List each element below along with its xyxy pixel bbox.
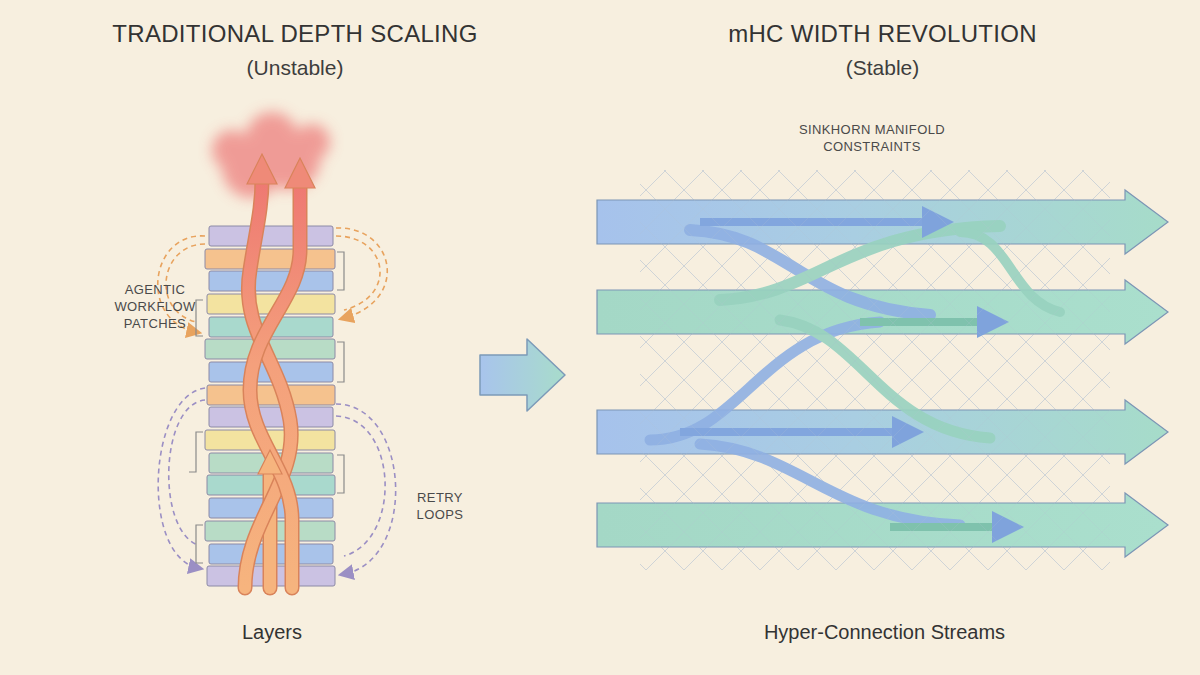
transition-arrow: [480, 339, 565, 411]
layer: [209, 407, 333, 427]
layer: [205, 249, 335, 269]
retry-loop: [169, 400, 205, 545]
panel-subheading: (Stable): [846, 56, 920, 80]
figure-group: Hyper-Connection Streams: [597, 180, 1172, 650]
panel-header: mHC WIDTH REVOLUTION (Stable): [565, 20, 1200, 80]
panel-subheading: (Unstable): [247, 56, 344, 80]
overflow-cloud: [212, 112, 330, 198]
retry-loop: [336, 416, 385, 556]
callout-label: RETRY LOOPS: [408, 489, 472, 523]
figure-caption: Layers: [207, 621, 337, 644]
panel-heading: TRADITIONAL DEPTH SCALING: [112, 20, 477, 48]
patch-loop: [336, 228, 387, 318]
signal-arrows: [245, 178, 300, 588]
sinkhorn-mesh: [640, 170, 1110, 570]
callout-label: AGENTIC WORKFLOW PATCHES: [112, 281, 198, 332]
arrow-heads: [247, 154, 315, 474]
bracket: [196, 525, 203, 563]
figure-group: Layers: [207, 220, 337, 650]
figure-caption: Hyper-Connection Streams: [597, 621, 1172, 644]
caption-holder: Layers: [207, 621, 337, 644]
panel-header: TRADITIONAL DEPTH SCALING (Unstable): [110, 20, 480, 80]
layer: [209, 226, 333, 246]
bracket: [189, 432, 203, 472]
panel-heading: mHC WIDTH REVOLUTION: [728, 20, 1037, 48]
bracket: [337, 455, 344, 493]
panel: mHC WIDTH REVOLUTION (Stable) Hyper-Connec…: [565, 0, 1200, 675]
bracket: [337, 252, 344, 290]
retry-loop: [336, 404, 396, 574]
bracket: [337, 342, 344, 382]
sinkhorn-mesh: [640, 170, 1110, 570]
retry-loop: [158, 388, 205, 568]
bracket: [196, 300, 203, 336]
layer: [209, 271, 333, 291]
panel: TRADITIONAL DEPTH SCALING (Unstable) Layer…: [110, 0, 480, 675]
caption-holder: Hyper-Connection Streams: [597, 621, 1172, 644]
callout-label: SINKHORN MANIFOLD CONSTRAINTS: [782, 121, 962, 155]
layer: [207, 385, 335, 405]
patch-loop: [336, 236, 380, 310]
